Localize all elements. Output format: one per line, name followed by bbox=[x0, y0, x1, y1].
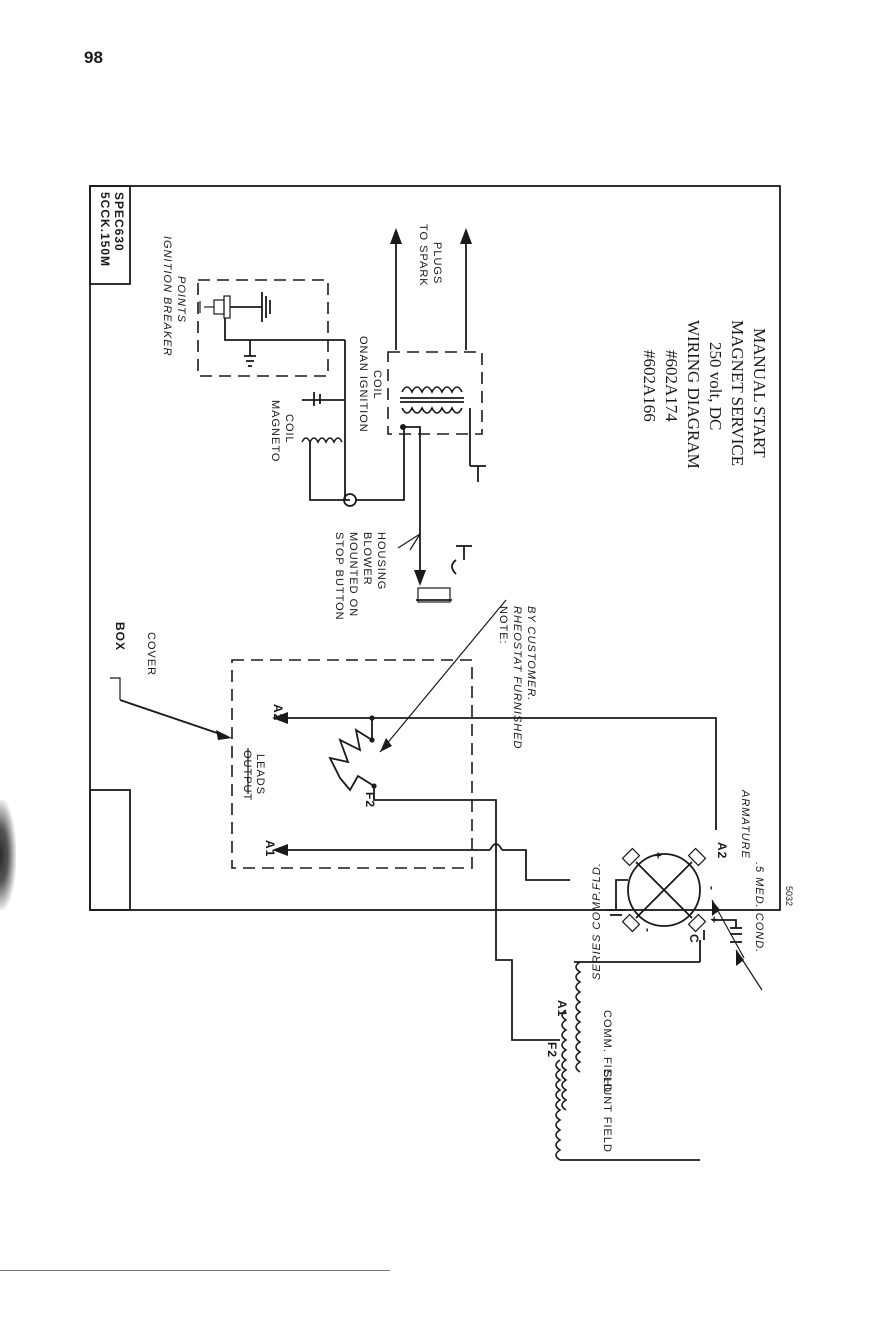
onan-coil-primary bbox=[401, 386, 463, 394]
cover-label: COVER bbox=[145, 632, 157, 676]
spark-arrow-1 bbox=[390, 228, 402, 244]
onan-label-1: ONAN IGNITION bbox=[357, 336, 369, 433]
magneto-label-2: COIL bbox=[283, 414, 295, 444]
spec-line2: SPEC630 bbox=[112, 192, 126, 252]
onan-coil-box bbox=[387, 351, 483, 435]
ignition-breaker-label-1: IGNITION BREAKER bbox=[161, 236, 173, 357]
title-line2: #602A174 bbox=[662, 350, 681, 422]
series-comp-label: SERIES COMP.FLD. bbox=[591, 862, 603, 980]
armature-a2-label: A2 bbox=[715, 842, 729, 859]
spark-arrow-2 bbox=[460, 228, 472, 244]
terminal-f2-label: F2 bbox=[363, 792, 377, 808]
corner-box bbox=[89, 789, 131, 911]
minus-left: - bbox=[641, 928, 655, 933]
armature-label: ARMATURE bbox=[739, 789, 751, 859]
title-line4: 250 volt, DC bbox=[706, 342, 725, 430]
box-label: BOX bbox=[113, 622, 127, 651]
comm-field-coil bbox=[561, 1009, 568, 1111]
box-outline bbox=[231, 659, 473, 869]
comm-field-label: COMM. FIELD bbox=[601, 1010, 613, 1093]
output-leads-1: OUTPUT bbox=[241, 750, 253, 801]
series-comp-field-coil bbox=[574, 940, 701, 1073]
title-block: #602A166 #602A174 WIRING DIAGRAM 250 vol… bbox=[640, 320, 769, 469]
stop-button-label-4: HOUSING bbox=[375, 532, 387, 590]
note-leader bbox=[379, 599, 507, 753]
to-spark-label-1: TO SPARK bbox=[417, 224, 429, 287]
terminal-a2-label: A2 bbox=[271, 704, 285, 721]
coil-f2-label: F2 bbox=[545, 1042, 559, 1058]
plus-right: + bbox=[707, 916, 721, 924]
coil-a1-label: A1 bbox=[555, 1000, 569, 1017]
title-line3: WIRING DIAGRAM bbox=[684, 320, 703, 469]
note-label-2: RHEOSTAT FURNISHED bbox=[511, 606, 523, 750]
scan-edge-shadow bbox=[0, 800, 16, 910]
box-leader bbox=[119, 699, 227, 737]
title-line5: MAGNET SERVICE bbox=[728, 320, 747, 466]
stop-button-label-2: MOUNTED ON bbox=[347, 532, 359, 617]
plus-top: + bbox=[651, 852, 665, 860]
armature-symbol bbox=[621, 847, 707, 933]
spec-line1: 5CCK.150M bbox=[98, 192, 112, 267]
shunt-field-label: SHUNT FIELD bbox=[601, 1070, 613, 1153]
stop-button-label-3: BLOWER bbox=[361, 532, 373, 586]
note-label-3: BY CUSTOMER. bbox=[525, 606, 537, 701]
terminal-a1-label: A1 bbox=[263, 840, 277, 857]
a2-lead bbox=[286, 717, 717, 830]
rheostat bbox=[328, 715, 497, 842]
med-cond-label: .5 MED. COND. bbox=[753, 862, 765, 953]
magneto-coil bbox=[301, 437, 343, 444]
onan-label-2: COIL bbox=[371, 370, 383, 400]
scan-bottom-rule bbox=[0, 1270, 390, 1271]
to-spark-label-2: PLUGS bbox=[431, 242, 443, 284]
page-number: 98 bbox=[84, 48, 103, 67]
ignition-breaker-label-2: POINTS bbox=[175, 276, 187, 323]
stop-button-symbol bbox=[414, 545, 472, 603]
breaker-points-box bbox=[197, 279, 329, 377]
spec-box bbox=[89, 185, 131, 285]
title-line1: #602A166 bbox=[640, 350, 659, 422]
magneto-label-1: MAGNETO bbox=[269, 400, 281, 462]
shunt-field-coil bbox=[555, 1059, 700, 1161]
title-line6: MANUAL START bbox=[750, 328, 769, 458]
stop-button-label-1: STOP BUTTON bbox=[333, 532, 345, 621]
output-leads-2: LEADS bbox=[254, 754, 266, 795]
brush-c: C bbox=[687, 934, 701, 944]
note-label-1: NOTE: bbox=[497, 606, 509, 645]
breaker-points-contacts bbox=[199, 292, 345, 367]
margin-code: 5032 bbox=[784, 886, 794, 906]
diagram-frame bbox=[89, 185, 781, 911]
f2-lead bbox=[495, 842, 560, 1041]
onan-coil-secondary bbox=[401, 406, 463, 414]
stop-button-leader bbox=[397, 533, 421, 551]
minus-right: - bbox=[705, 886, 719, 891]
